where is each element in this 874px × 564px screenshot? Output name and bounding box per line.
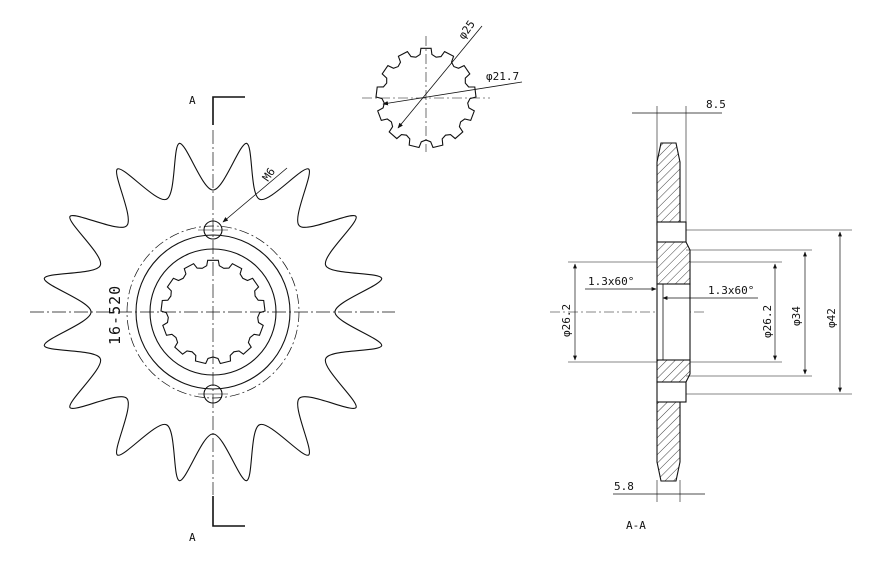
section-marker-top-label: A [189,94,196,107]
section-bolt-hole-top [656,221,687,243]
detail-outer-dia-leader [397,25,483,129]
dim-plate-thickness-label: 5.8 [614,480,634,493]
section-tooth-bottom [656,401,681,482]
m6-leader-line [222,167,288,223]
sprocket-code-label: 16-520 [106,285,124,345]
section-bore [656,283,691,361]
bolt-hole-label: M6 [260,165,278,183]
spline-detail-view: φ25 φ21.7 [362,18,523,152]
hub-outer-circle [135,234,291,390]
dim-chamfer-right-label: 1.3x60° [708,284,754,297]
sprocket-front-view: M6 16-520 A A [30,94,395,544]
bolt-pitch-circle [126,225,300,399]
section-hub-bottom [656,359,691,383]
detail-inner-dia-label: φ21.7 [486,70,519,83]
section-hub-top [656,241,691,285]
dim-bore-right-label: φ26.2 [761,305,774,338]
detail-inner-dia-leader [382,81,523,106]
dim-bore-left-label: φ26.2 [560,304,573,337]
dim-hub-dia-label: φ34 [790,306,803,326]
spline-bore-outline [160,259,266,365]
sprocket-teeth-outline [43,142,383,482]
section-marker-bottom [212,496,245,527]
section-marker-top [212,96,245,125]
detail-outer-dia-label: φ25 [456,18,478,42]
dim-outer-hub-dia-label: φ42 [825,308,838,328]
section-marker-bottom-label: A [189,531,196,544]
dim-hub-width-label: 8.5 [706,98,726,111]
section-tooth-top [656,142,681,226]
detail-spline-outline [375,47,477,149]
hub-inner-circle [149,248,277,376]
section-bolt-hole-bottom [656,381,687,403]
section-title: A-A [626,519,646,532]
sprocket-section-view: 8.5 5.8 A-A φ26.2 1.3x60° 1.3x60° φ26.2 … [550,98,852,532]
dim-chamfer-left-label: 1.3x60° [588,275,634,288]
